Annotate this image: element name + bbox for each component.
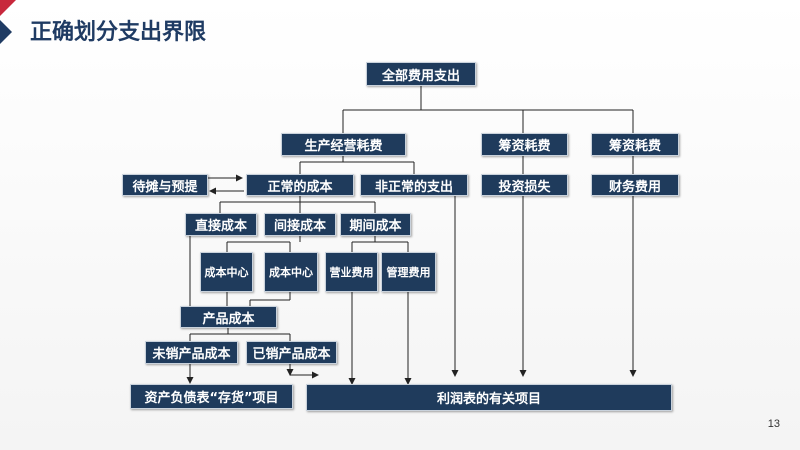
- page-number: 13: [767, 418, 780, 430]
- node-abnormal-expenditure: 非正常的支出: [360, 174, 468, 196]
- node-cost-center-2: 成本中心: [264, 252, 318, 292]
- node-income-statement-items: 利润表的有关项目: [306, 384, 672, 411]
- node-normal-cost: 正常的成本: [246, 174, 354, 196]
- node-cost-center-1: 成本中心: [200, 252, 253, 292]
- node-financial-expense: 财务费用: [591, 174, 679, 196]
- node-investment-loss: 投资损失: [481, 174, 568, 196]
- node-admin-expense: 管理费用: [381, 252, 436, 292]
- node-deferred-accrued: 待摊与预提: [122, 174, 208, 196]
- node-selling-expense: 营业费用: [325, 252, 378, 292]
- node-all-expenditures: 全部费用支出: [366, 62, 476, 86]
- node-indirect-cost: 间接成本: [264, 213, 336, 236]
- node-financing-consumption-2: 筹资耗费: [591, 133, 679, 156]
- node-product-cost: 产品成本: [180, 306, 277, 328]
- node-financing-consumption-1: 筹资耗费: [481, 133, 568, 156]
- page-title: 正确划分支出界限: [30, 20, 207, 45]
- node-unsold-product-cost: 未销产品成本: [145, 341, 238, 364]
- node-sold-product-cost: 已销产品成本: [246, 341, 337, 364]
- node-period-cost: 期间成本: [340, 213, 411, 236]
- node-balance-sheet-inventory: 资产负债表“存货”项目: [130, 384, 293, 409]
- node-production-consumption: 生产经营耗费: [281, 133, 406, 156]
- node-direct-cost: 直接成本: [185, 213, 257, 236]
- corner-decoration: [0, 0, 16, 44]
